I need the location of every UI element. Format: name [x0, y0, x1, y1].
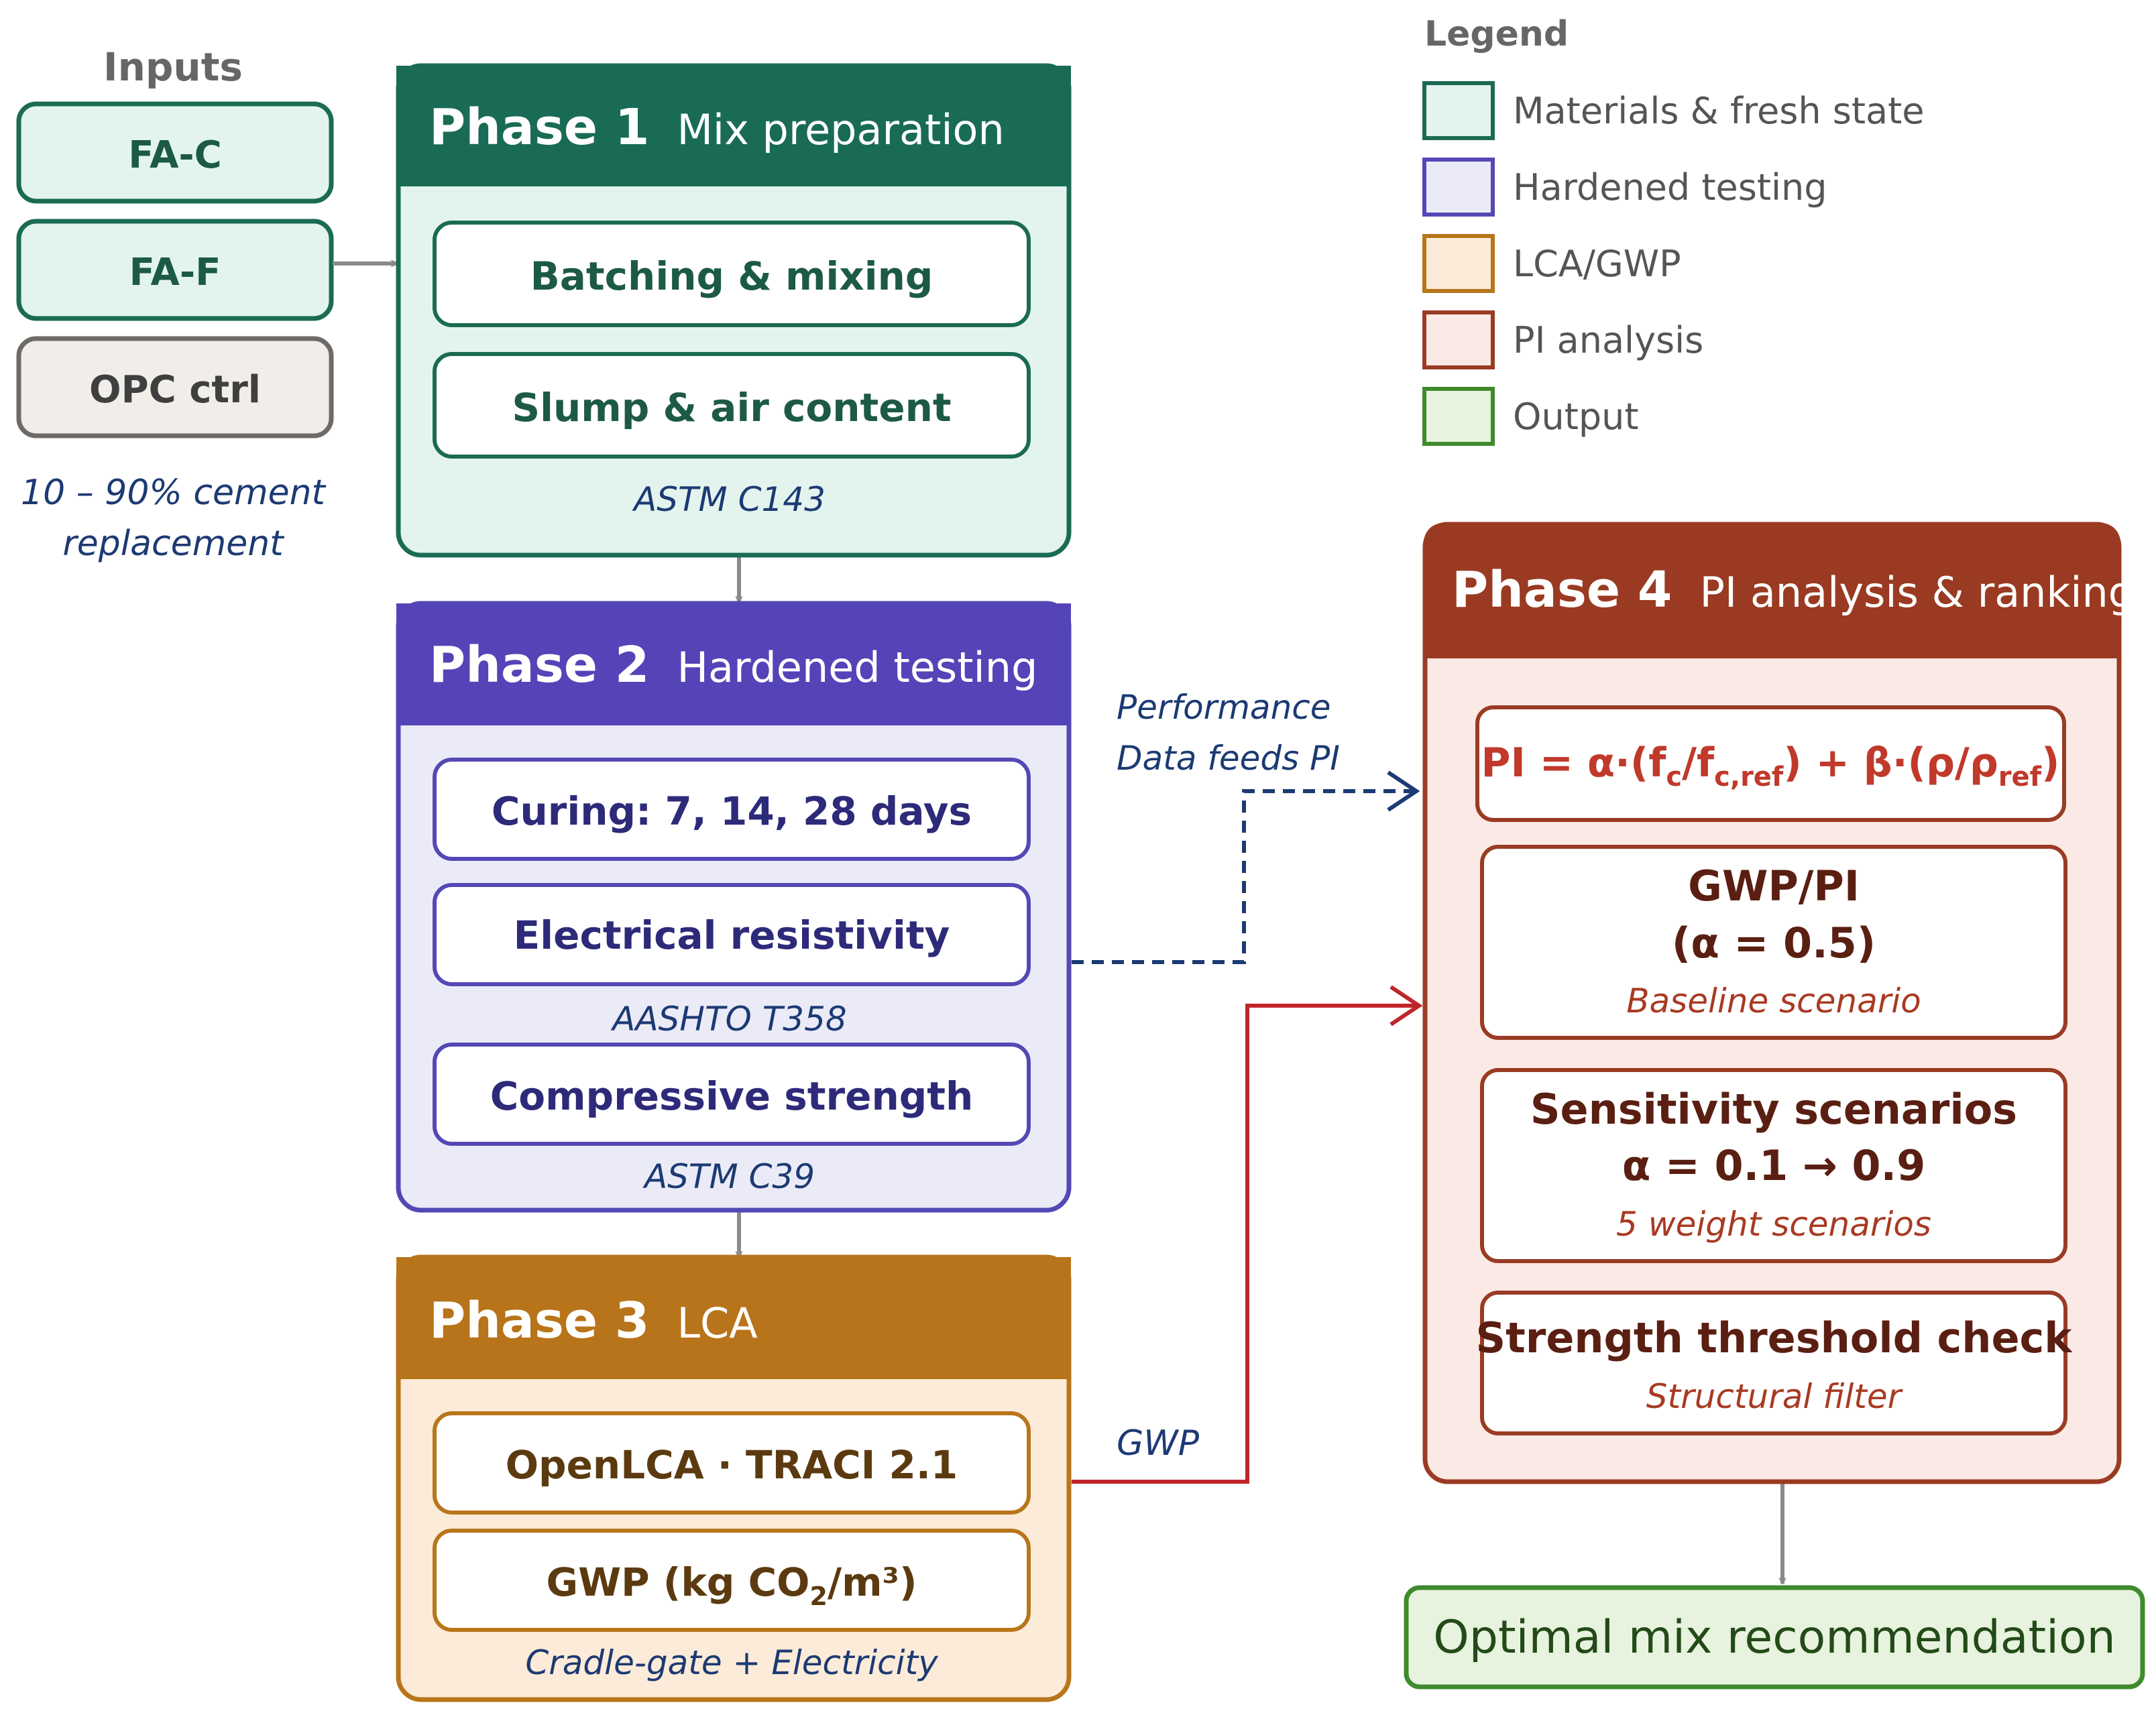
phase2-step-compressive-label: Compressive strength: [490, 1073, 974, 1119]
legend-swatch: [1422, 387, 1495, 446]
output-label: Optimal mix recommendation: [1433, 1611, 2115, 1664]
phase2-step-resistivity: Electrical resistivity: [433, 883, 1031, 986]
pi-formula-s2: c,ref: [1714, 762, 1784, 792]
phase3-label: Phase 3: [429, 1292, 649, 1350]
input-fa-f-label: FA-F: [129, 251, 221, 294]
legend-label: PI analysis: [1513, 319, 1703, 361]
gwp-arrowhead: [1389, 985, 1423, 1026]
phase4-formula-box: PI = α·(fc/fc,ref) + β·(ρ/ρref): [1475, 705, 2066, 822]
phase3-step-gwp-label: GWP (kg CO2/m³): [547, 1559, 917, 1611]
legend-swatch: [1422, 81, 1495, 140]
baseline-line1: GWP/PI: [1688, 862, 1860, 910]
legend-item: Output: [1422, 387, 1639, 446]
phase1-title: Mix preparation: [677, 105, 1004, 154]
legend-item: LCA/GWP: [1422, 234, 1681, 293]
pi-formula: PI = α·(fc/fc,ref) + β·(ρ/ρref): [1481, 740, 2060, 792]
inputs-note-line2: replacement: [62, 524, 284, 564]
phase1-step-batching-label: Batching & mixing: [530, 253, 933, 299]
input-fa-c: FA-C: [16, 101, 334, 204]
gwp-unit-a: GWP (kg CO: [547, 1559, 810, 1605]
phase1-header: Phase 1 Mix preparation: [429, 99, 1005, 156]
gwp-connector: [1072, 1004, 1416, 1484]
phase2-standard-2: ASTM C39: [642, 1157, 815, 1196]
phase4-threshold-box: Strength threshold check Structural filt…: [1476, 1291, 2074, 1435]
gwp-connector-label: GWP: [1117, 1423, 1200, 1464]
pi-formula-p3: ) + β·(ρ/ρ: [1783, 740, 1998, 786]
legend-label: LCA/GWP: [1513, 243, 1681, 285]
pi-formula-s3: ref: [1998, 762, 2042, 792]
legend-label: Materials & fresh state: [1513, 90, 1925, 132]
output-box: Optimal mix recommendation: [1404, 1585, 2145, 1690]
pi-formula-p1: PI = α·(f: [1481, 740, 1667, 786]
gwp-unit-sub: 2: [809, 1582, 827, 1611]
phase3-step-openlca: OpenLCA · TRACI 2.1: [433, 1411, 1031, 1515]
phase2-label: Phase 2: [429, 636, 649, 694]
performance-data-arrowhead: [1387, 770, 1420, 812]
phase4-baseline-box: GWP/PI (α = 0.5) Baseline scenario: [1480, 845, 2067, 1040]
phase1-panel: Phase 1 Mix preparation Batching & mixin…: [396, 63, 1072, 558]
phase2-step-curing: Curing: 7, 14, 28 days: [433, 758, 1031, 861]
phase1-step-slump: Slump & air content: [433, 352, 1031, 459]
inputs-note-line1: 10 – 90% cement: [21, 473, 327, 513]
phase1-standard: ASTM C143: [632, 480, 826, 519]
phase3-step-openlca-label: OpenLCA · TRACI 2.1: [506, 1442, 958, 1488]
legend-title: Legend: [1424, 14, 1569, 54]
phase2-step-compressive: Compressive strength: [433, 1043, 1031, 1146]
phase1-label: Phase 1: [429, 99, 649, 156]
phase2-header: Phase 2 Hardened testing: [429, 636, 1037, 694]
phase4-panel: Phase 4 PI analysis & ranking PI = α·(fc…: [1422, 522, 2135, 1484]
sensitivity-note: 5 weight scenarios: [1616, 1205, 1931, 1244]
legend-swatch: [1422, 158, 1495, 217]
connectors: Performance Data feeds PI GWP: [333, 263, 1782, 1584]
phase4-header: Phase 4 PI analysis & ranking: [1452, 561, 2135, 619]
phase2-step-resistivity-label: Electrical resistivity: [514, 912, 950, 958]
sensitivity-line2: α = 0.1 → 0.9: [1622, 1141, 1926, 1190]
inputs-title: Inputs: [103, 44, 243, 90]
legend-item: Materials & fresh state: [1422, 81, 1925, 140]
baseline-note: Baseline scenario: [1626, 982, 1921, 1020]
pi-formula-p2: /f: [1682, 740, 1715, 786]
phase4-sensitivity-box: Sensitivity scenarios α = 0.1 → 0.9 5 we…: [1480, 1068, 2067, 1263]
phase2-panel: Phase 2 Hardened testing Curing: 7, 14, …: [396, 601, 1072, 1213]
phase3-title: LCA: [677, 1299, 757, 1348]
threshold-line1: Strength threshold check: [1476, 1313, 2074, 1362]
performance-label-line2: Data feeds PI: [1117, 739, 1340, 778]
phase1-step-slump-label: Slump & air content: [512, 385, 951, 430]
performance-data-connector: [1072, 789, 1414, 964]
pi-formula-p4: ): [2041, 740, 2059, 786]
phase2-step-curing-label: Curing: 7, 14, 28 days: [492, 788, 972, 834]
inputs-panel: Inputs FA-C FA-F OPC ctrl 10 – 90% cemen…: [16, 44, 334, 564]
phase3-note: Cradle-gate + Electricity: [525, 1643, 939, 1682]
legend-swatch: [1422, 234, 1495, 293]
legend-swatch: [1422, 310, 1495, 369]
phase1-step-batching: Batching & mixing: [433, 221, 1031, 327]
phase2-standard-1: AASHTO T358: [610, 1000, 847, 1039]
input-fa-c-label: FA-C: [128, 133, 222, 177]
phase2-title: Hardened testing: [677, 643, 1037, 692]
input-fa-f: FA-F: [16, 219, 334, 321]
legend-label: Output: [1513, 396, 1639, 438]
input-opc-ctrl: OPC ctrl: [16, 336, 334, 438]
input-opc-ctrl-label: OPC ctrl: [89, 368, 261, 412]
legend-item: PI analysis: [1422, 310, 1703, 369]
baseline-line2: (α = 0.5): [1672, 919, 1876, 967]
performance-label-line1: Performance: [1117, 688, 1331, 727]
phase4-label: Phase 4: [1452, 561, 1672, 619]
threshold-note: Structural filter: [1646, 1377, 1904, 1416]
legend-item: Hardened testing: [1422, 158, 1827, 217]
phase3-header: Phase 3 LCA: [429, 1292, 758, 1350]
phase3-step-gwp: GWP (kg CO2/m³): [433, 1529, 1031, 1632]
legend-label: Hardened testing: [1513, 166, 1827, 209]
phase3-panel: Phase 3 LCA OpenLCA · TRACI 2.1 GWP (kg …: [396, 1254, 1072, 1702]
gwp-unit-b: /m³): [828, 1559, 917, 1605]
phase4-title: PI analysis & ranking: [1699, 568, 2135, 617]
sensitivity-line1: Sensitivity scenarios: [1530, 1085, 2017, 1134]
pi-formula-s1: c: [1666, 762, 1682, 792]
